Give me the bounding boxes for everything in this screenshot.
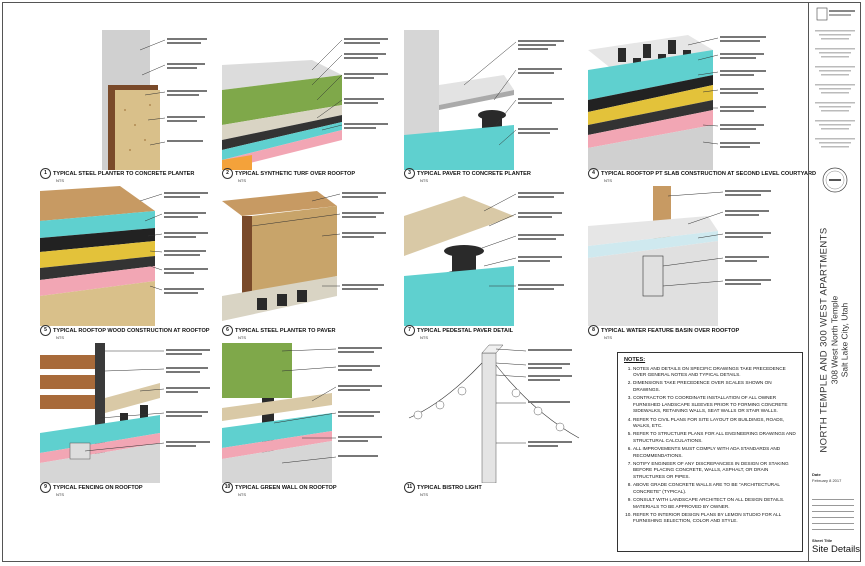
detail-2-drawing xyxy=(222,30,400,170)
notes-heading: NOTES: xyxy=(624,357,646,363)
project-title-area: NORTH TEMPLE AND 300 WEST APARTMENTS 308… xyxy=(804,210,864,470)
consultant-blocks-graphic xyxy=(815,7,855,193)
revision-row xyxy=(812,500,854,506)
detail-8-title: TYPICAL WATER FEATURE BASIN OVER ROOFTOP xyxy=(601,327,740,334)
detail-11-number: 11 xyxy=(404,482,415,493)
detail-1-number: 1 xyxy=(40,168,51,179)
detail-1-scale: NTS xyxy=(56,178,64,183)
detail-2-title: TYPICAL SYNTHETIC TURF OVER ROOFTOP xyxy=(235,170,356,177)
detail-10-title: TYPICAL GREEN WALL ON ROOFTOP xyxy=(235,484,337,491)
note-item: ALL IMPROVEMENTS MUST COMPLY WITH ADA ST… xyxy=(633,446,796,459)
detail-10-drawing xyxy=(222,343,400,483)
revision-row xyxy=(812,512,854,518)
note-item: REFER TO INTERIOR DESIGN PLANS BY LEMON … xyxy=(633,512,796,525)
detail-10-number: 10 xyxy=(222,482,233,493)
detail-9-scale: NTS xyxy=(56,492,64,497)
detail-2-scale: NTS xyxy=(238,178,246,183)
revision-row xyxy=(812,494,854,500)
detail-4-scale: NTS xyxy=(604,178,612,183)
project-title-rotated: NORTH TEMPLE AND 300 WEST APARTMENTS 308… xyxy=(819,227,850,452)
note-item: CONTRACTOR TO COORDINATE INSTALLATION OF… xyxy=(633,395,796,415)
detail-3-title: TYPICAL PAVER TO CONCRETE PLANTER xyxy=(417,170,531,177)
detail-9-number: 9 xyxy=(40,482,51,493)
project-name: NORTH TEMPLE AND 300 WEST APARTMENTS xyxy=(818,227,830,453)
detail-6-title: TYPICAL STEEL PLANTER TO PAVER xyxy=(235,327,336,334)
detail-4-title: TYPICAL ROOFTOP PT SLAB CONSTRUCTION AT … xyxy=(601,170,817,177)
project-city: Salt Lake City, Utah xyxy=(839,302,850,378)
sheet-title-label: Sheet Title xyxy=(812,538,833,543)
detail-3-drawing xyxy=(404,30,584,170)
detail-11-drawing xyxy=(404,343,584,483)
detail-6-scale: NTS xyxy=(238,335,246,340)
detail-4-number: 4 xyxy=(588,168,599,179)
note-item: CONSULT WITH LANDSCAPE ARCHITECT ON ALL … xyxy=(633,497,796,510)
general-notes: NOTES: NOTES AND DETAILS ON SPECIFIC DRA… xyxy=(617,352,803,552)
detail-2-number: 2 xyxy=(222,168,233,179)
detail-3-number: 3 xyxy=(404,168,415,179)
note-item: NOTIFY ENGINEER OF ANY DISCREPANCIES IN … xyxy=(633,461,796,481)
detail-11-scale: NTS xyxy=(420,492,428,497)
note-item: ABOVE GRADE CONCRETE WALLS ARE TO BE "AR… xyxy=(633,482,796,495)
revision-row xyxy=(812,524,854,530)
note-item: REFER TO STRUCTURE PLANS FOR ALL ENGINEE… xyxy=(633,431,796,444)
revision-row xyxy=(812,518,854,524)
note-item: DIMENSIONS TAKE PRECEDENCE OVER SCALES S… xyxy=(633,380,796,393)
detail-7-drawing xyxy=(404,186,584,326)
detail-7-scale: NTS xyxy=(420,335,428,340)
date-label: Date xyxy=(812,472,821,477)
detail-1-drawing xyxy=(40,30,220,170)
detail-3-scale: NTS xyxy=(420,178,428,183)
detail-5-number: 5 xyxy=(40,325,51,336)
date-value: February 8 2017 xyxy=(812,478,842,483)
notes-list: NOTES AND DETAILS ON SPECIFIC DRAWINGS T… xyxy=(624,366,796,525)
note-item: NOTES AND DETAILS ON SPECIFIC DRAWINGS T… xyxy=(633,366,796,379)
detail-6-drawing xyxy=(222,186,400,326)
detail-11-title: TYPICAL BISTRO LIGHT xyxy=(417,484,482,491)
detail-7-number: 7 xyxy=(404,325,415,336)
detail-8-number: 8 xyxy=(588,325,599,336)
note-item: REFER TO CIVIL PLANS FOR SITE LAYOUT OR … xyxy=(633,417,796,430)
detail-9-title: TYPICAL FENCING ON ROOFTOP xyxy=(53,484,143,491)
detail-5-title: TYPICAL ROOFTOP WOOD CONSTRUCTION AT ROO… xyxy=(53,327,210,334)
detail-5-drawing xyxy=(40,186,220,326)
detail-7-title: TYPICAL PEDESTAL PAVER DETAIL xyxy=(417,327,514,334)
title-block xyxy=(808,2,861,562)
sheet-title: Site Details xyxy=(812,544,861,555)
detail-1-title: TYPICAL STEEL PLANTER TO CONCRETE PLANTE… xyxy=(53,170,195,177)
detail-5-scale: NTS xyxy=(56,335,64,340)
detail-9-drawing xyxy=(40,343,220,483)
project-address: 308 West North Temple xyxy=(829,295,840,385)
detail-8-scale: NTS xyxy=(604,335,612,340)
revision-row xyxy=(812,506,854,512)
detail-8-drawing xyxy=(588,186,802,326)
detail-4-drawing xyxy=(588,30,802,170)
detail-10-scale: NTS xyxy=(238,492,246,497)
detail-6-number: 6 xyxy=(222,325,233,336)
